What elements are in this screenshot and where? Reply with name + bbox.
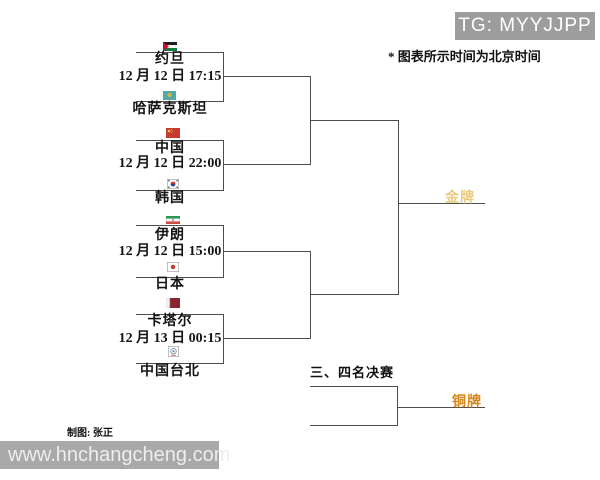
iran-flag-icon — [166, 216, 180, 224]
team-name-china: 中国 — [155, 141, 185, 156]
bracket-line-m1-right — [223, 52, 224, 102]
bracket-line-m2-bottom — [136, 190, 223, 191]
third-place-final-title: 三、四名决赛 — [310, 365, 395, 380]
jordan-flag-icon — [163, 42, 177, 51]
bracket-line-bronze-right — [397, 386, 398, 426]
team-name-south-korea: 韩国 — [155, 191, 185, 206]
bracket-line-bronze-top — [310, 386, 397, 387]
bracket-line-final-winner — [398, 203, 485, 204]
qatar-flag-icon — [166, 298, 180, 308]
bracket-line-m1-top — [136, 52, 223, 53]
chart-credit: 制图: 张正 — [67, 428, 113, 439]
japan-flag-icon — [167, 262, 179, 272]
bracket-line-bronze-bottom — [310, 425, 397, 426]
team-name-qatar: 卡塔尔 — [147, 314, 193, 329]
bracket-line-sf1-exit — [310, 120, 398, 121]
bracket-line-m3-bottom — [136, 277, 223, 278]
south-korea-flag-icon — [167, 179, 179, 189]
bracket-line-m2-exit — [223, 164, 310, 165]
team-name-chinese-taipei: 中国台北 — [140, 364, 200, 379]
bracket-line-m3-top — [136, 225, 223, 226]
chinese-taipei-flag-icon — [168, 346, 179, 357]
bracket-line-m4-exit — [223, 338, 310, 339]
bronze-medal-label: 铜牌 — [452, 395, 482, 410]
bracket-line-m1-bottom — [136, 101, 223, 102]
bracket-line-bronze-winner — [397, 407, 485, 408]
bracket-line-m4-right — [223, 314, 224, 364]
bracket-line-m2-top — [136, 140, 223, 141]
china-flag-icon — [166, 128, 180, 138]
bracket-line-m4-top — [136, 314, 223, 315]
bracket-line-m4-bottom — [136, 363, 223, 364]
match2-time: 12 月 12 日 22:00 — [118, 156, 222, 171]
gold-medal-label: 金牌 — [445, 191, 475, 206]
bracket-line-sf2-vertical — [310, 251, 311, 339]
team-name-kazakhstan: 哈萨克斯坦 — [132, 102, 208, 117]
watermark-bar: www.hnchangcheng.com — [0, 441, 231, 469]
bracket-line-m3-exit — [223, 251, 310, 252]
match1-time: 12 月 12 日 17:15 — [118, 69, 222, 84]
bracket-line-m1-exit — [223, 76, 310, 77]
bracket-line-final-vertical — [398, 120, 399, 295]
kazakhstan-flag-icon — [163, 91, 176, 100]
match3-time: 12 月 12 日 15:00 — [118, 244, 222, 259]
bracket-line-m2-right — [223, 140, 224, 191]
match4-time: 12 月 13 日 00:15 — [118, 331, 222, 346]
beijing-time-note: * 图表所示时间为北京时间 — [388, 49, 541, 64]
watermark-url: www.hnchangcheng.com — [8, 444, 231, 466]
team-name-jordan: 约旦 — [155, 52, 185, 67]
team-name-japan: 日本 — [155, 277, 185, 292]
bracket-line-sf2-exit — [310, 294, 398, 295]
tg-banner: TG: MYYJJPP — [455, 12, 595, 40]
team-name-iran: 伊朗 — [155, 228, 185, 243]
